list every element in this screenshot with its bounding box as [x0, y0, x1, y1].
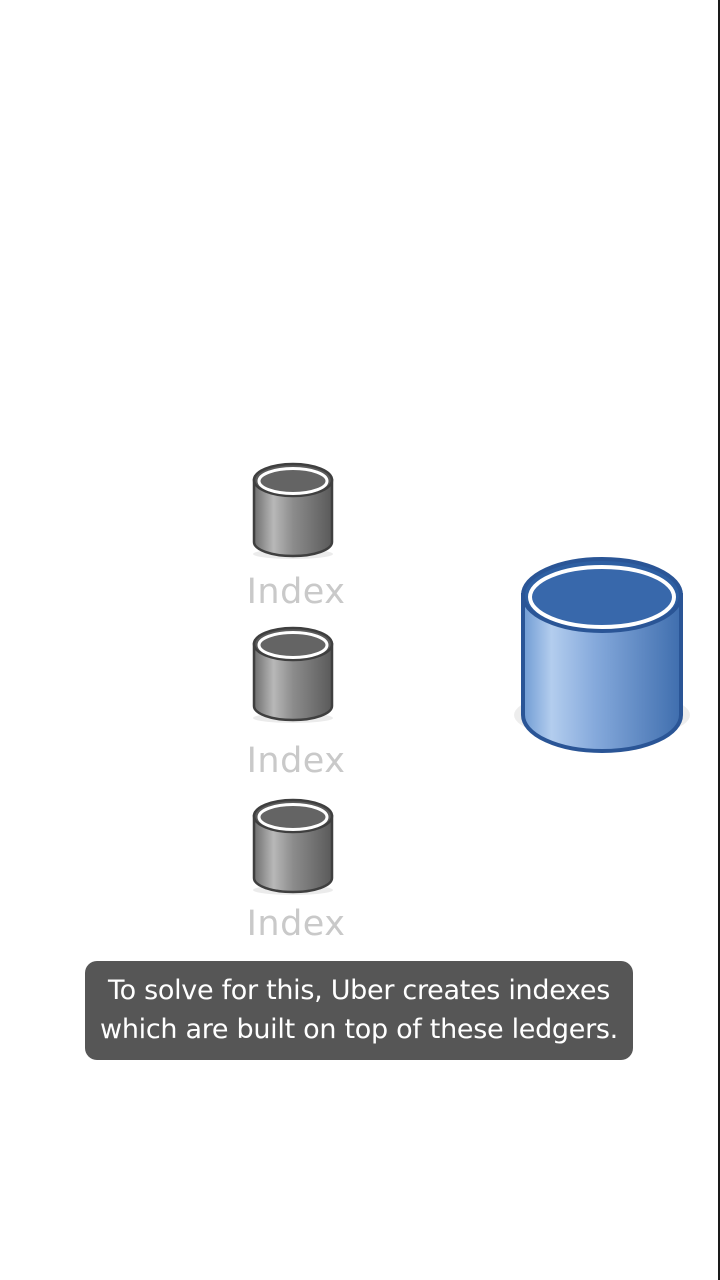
index-database-icon-1	[251, 460, 335, 560]
index-label: Index	[246, 572, 346, 612]
ledger-database-icon	[512, 555, 692, 760]
caption-line-1: To solve for this, Uber creates indexes	[108, 975, 610, 1006]
caption-subtitle: To solve for this, Uber creates indexes …	[85, 961, 633, 1060]
right-edge-divider	[718, 0, 720, 1280]
index-label: Index	[246, 741, 346, 781]
index-database-icon-2	[251, 624, 335, 724]
caption-line-2: which are built on top of these ledgers.	[100, 1014, 618, 1045]
index-database-icon-3	[251, 796, 335, 896]
index-label: Index	[246, 904, 346, 944]
